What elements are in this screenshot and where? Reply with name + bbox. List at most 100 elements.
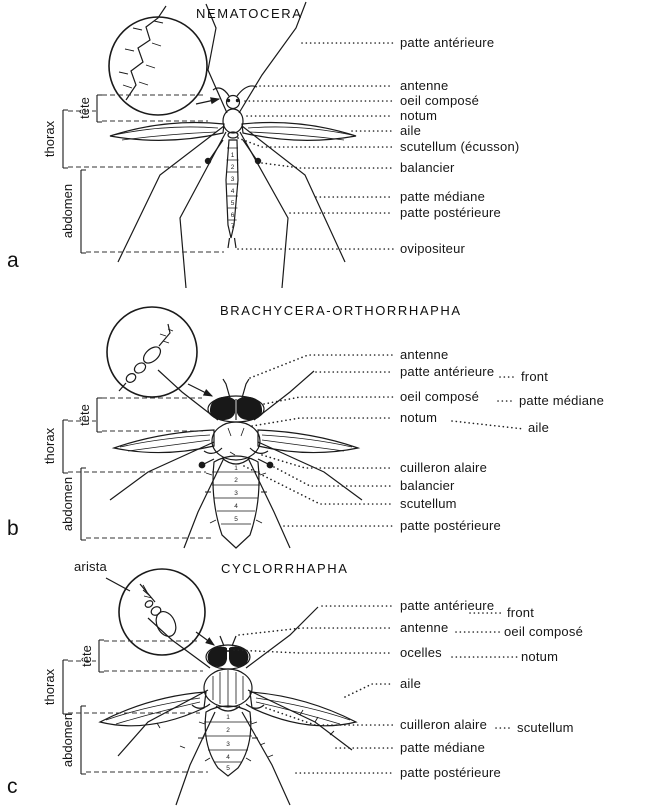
antenna-left (212, 87, 230, 97)
hind-leg-right (241, 711, 291, 806)
region-labels-b: tête thorax abdomen (42, 404, 92, 531)
antenna-inset-b (106, 306, 214, 398)
label-patte-mediane-a: patte médiane (400, 189, 485, 204)
segment-numbers-a: 1 2 3 4 5 6 7 (231, 152, 235, 230)
arista (139, 583, 156, 603)
panel-a-art: 1 2 3 4 5 6 7 tête thorax abdomen (42, 1, 394, 289)
label-balancier-b: balancier (400, 478, 455, 493)
wing-right (241, 121, 357, 141)
label-antenne-c: antenne (400, 620, 449, 635)
calypter-right (249, 447, 269, 454)
region-label-head: tête (79, 645, 94, 667)
wing-left (111, 429, 215, 454)
front-leg-right (253, 370, 315, 421)
panel-letter-c: c (7, 775, 18, 798)
thorax (211, 421, 261, 461)
label-patte-anterieure-c: patte antérieure (400, 598, 495, 613)
segment-number: 1 (226, 714, 230, 721)
segment-numbers-b: 1 2 3 4 5 (234, 465, 238, 523)
segment-number: 2 (226, 727, 230, 734)
region-label-thorax: thorax (42, 427, 57, 464)
ovipositor (227, 237, 237, 249)
segment-number: 1 (231, 152, 235, 159)
segment-number: 5 (226, 765, 230, 772)
middle-leg-right (241, 125, 346, 263)
label-patte-mediane-c: patte médiane (400, 740, 485, 755)
leader-lines-b (243, 354, 525, 527)
segment-number: 6 (231, 212, 235, 219)
haltere-right (257, 458, 269, 465)
hind-leg-left (179, 131, 227, 289)
segment-number: 3 (226, 741, 230, 748)
ocelli (227, 650, 229, 652)
label-notum-b: notum (400, 410, 438, 425)
segment-numbers-c: 1 2 3 4 5 (226, 714, 230, 772)
region-label-head: tête (77, 97, 92, 119)
label-front-b: front (521, 369, 549, 384)
wing-left (98, 691, 207, 727)
front-leg-left (205, 3, 228, 114)
label-patte-posterieure-a: patte postérieure (400, 205, 501, 220)
wing-right (249, 691, 358, 727)
abdomen (225, 139, 239, 239)
panel-b-art: 1 2 3 4 5 tête thorax abdomen (42, 306, 525, 549)
haltere-right (242, 139, 257, 160)
region-label-abdomen: abdomen (60, 184, 75, 238)
label-patte-anterieure-b: patte antérieure (400, 364, 495, 379)
label-cuilleron-alaire-b: cuilleron alaire (400, 460, 488, 475)
middle-leg-left (109, 441, 215, 501)
antenna-right (241, 378, 250, 399)
abdomen (212, 455, 260, 549)
segment-number: 2 (231, 164, 235, 171)
segment-number: 5 (231, 200, 235, 207)
region-brackets-c (62, 639, 208, 775)
label-balancier-a: balancier (400, 160, 455, 175)
segment-number: 4 (226, 754, 230, 761)
label-oeil-compose-b: oeil composé (400, 389, 479, 404)
label-patte-posterieure-b: patte postérieure (400, 518, 501, 533)
panel-title-brachycera: BRACHYCERA-ORTHORRHAPHA (220, 303, 462, 318)
nematocera-insect (109, 1, 357, 289)
front-leg-right (238, 1, 307, 114)
antenna-inset-a (108, 5, 221, 116)
region-label-abdomen: abdomen (60, 477, 75, 531)
haltere-left (209, 139, 224, 160)
antenna-inset-c (105, 568, 215, 656)
label-oeil-compose-a: oeil composé (400, 93, 479, 108)
antenna-right (231, 635, 237, 647)
inset-arrow-c (195, 631, 215, 646)
region-labels-a: tête thorax abdomen (42, 97, 92, 238)
region-brackets-a (62, 94, 224, 254)
region-label-head: tête (77, 404, 92, 426)
compound-eye-left (209, 396, 235, 421)
middle-leg-right (257, 441, 363, 501)
hind-leg-left (183, 457, 225, 549)
calypter-left (203, 447, 223, 454)
front-leg-right (245, 606, 319, 669)
wing-right (257, 429, 361, 454)
label-notum-a: notum (400, 108, 438, 123)
compound-eye-right (237, 396, 263, 421)
leader-lines-a (237, 42, 394, 250)
region-label-thorax: thorax (42, 668, 57, 705)
label-notum-c: notum (521, 649, 559, 664)
hind-leg-left (175, 711, 216, 806)
panel-letter-a: a (7, 249, 19, 272)
label-scutellum-c: scutellum (517, 720, 574, 735)
segment-number: 4 (231, 188, 235, 195)
label-front-c: front (507, 605, 535, 620)
region-label-abdomen: abdomen (60, 713, 75, 767)
middle-leg-left (117, 689, 209, 757)
panel-title-cyclorrhapha: CYCLORRHAPHA (221, 561, 349, 576)
calypter-left (191, 703, 211, 709)
region-labels-c: tête thorax abdomen (42, 645, 94, 767)
scutellum (227, 131, 239, 139)
label-arista-c: arista (74, 559, 107, 574)
label-antenne-b: antenne (400, 347, 449, 362)
label-antenne-a: antenne (400, 78, 449, 93)
label-ovipositeur-a: ovipositeur (400, 241, 466, 256)
antenna-right (236, 85, 258, 97)
label-ocelles-c: ocelles (400, 645, 442, 660)
